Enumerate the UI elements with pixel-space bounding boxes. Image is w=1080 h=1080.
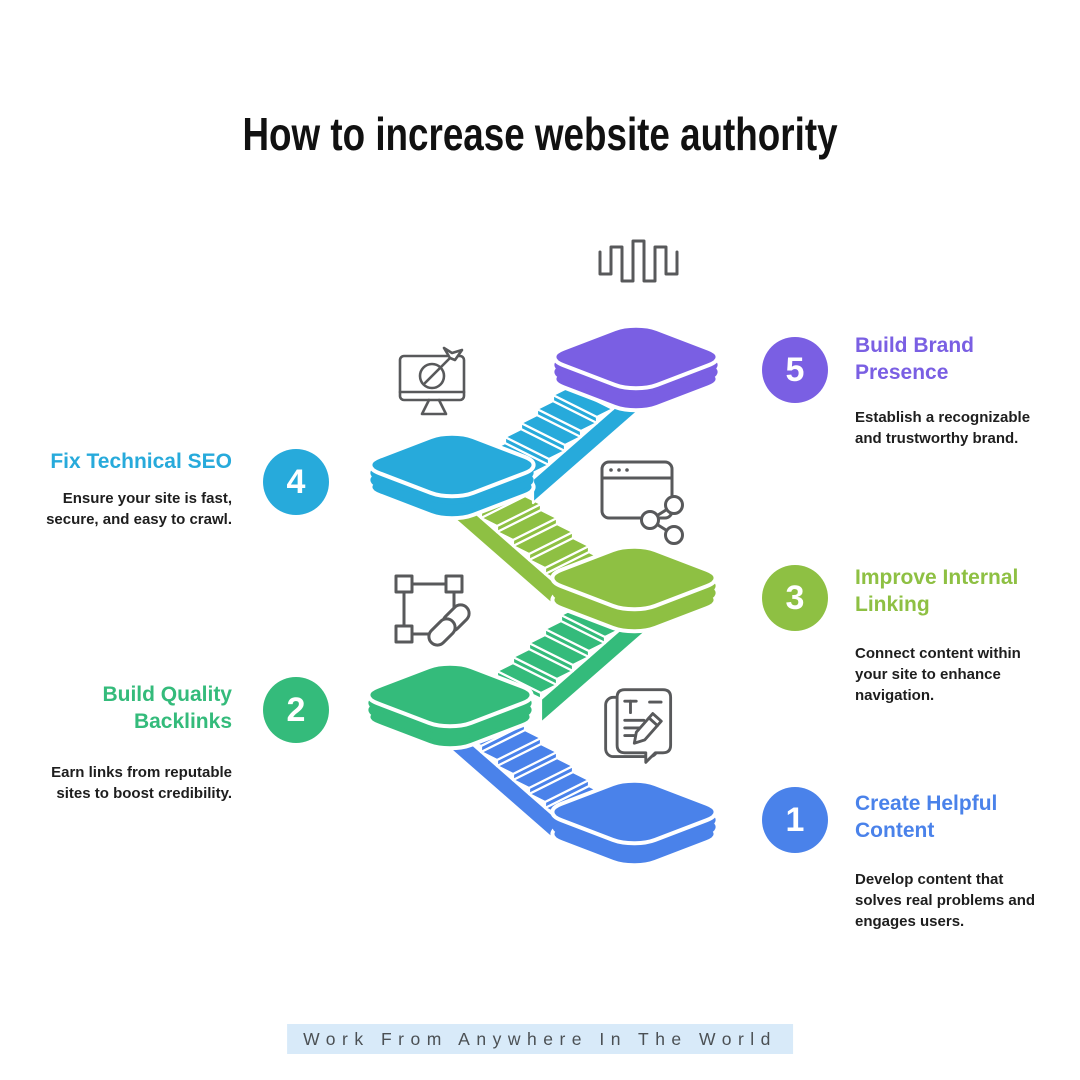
step-badge-2: 2 xyxy=(263,677,329,743)
step-3-description: Connect content within your site to enha… xyxy=(855,644,1021,704)
platform-4 xyxy=(358,429,546,523)
platform-5 xyxy=(542,321,730,415)
step-badge-1: 1 xyxy=(762,787,828,853)
waveform-icon xyxy=(592,234,684,296)
step-1-description: Develop content that solves real problem… xyxy=(855,870,1036,930)
step-2-heading: Build Quality Backlinks xyxy=(102,683,232,733)
step-3-heading: Improve Internal Linking xyxy=(855,566,1019,616)
step-4-description: Ensure your site is fast, secure, and ea… xyxy=(46,489,232,528)
page-title: How to increase website authority xyxy=(242,107,838,160)
step-2-text: Build Quality Backlinks Earn links from … xyxy=(0,682,232,804)
document-pencil-icon xyxy=(598,682,684,770)
browser-share-icon xyxy=(596,452,688,548)
step-1-heading: Create Helpful Content xyxy=(855,792,998,842)
step-3-text: Improve Internal Linking Connect content… xyxy=(855,565,1080,706)
step-badge-4: 4 xyxy=(263,449,329,515)
step-4-heading: Fix Technical SEO xyxy=(50,450,232,473)
platform-1 xyxy=(540,776,728,870)
step-badge-5: 5 xyxy=(762,337,828,403)
step-5-description: Establish a recognizable and trustworthy… xyxy=(855,408,1031,447)
frame-link-icon xyxy=(390,568,476,658)
step-5-text: Build Brand Presence Establish a recogni… xyxy=(855,333,1080,449)
footer-tagline: Work From Anywhere In The World xyxy=(287,1024,793,1054)
monitor-target-icon xyxy=(394,344,474,426)
step-4-text: Fix Technical SEO Ensure your site is fa… xyxy=(0,449,232,530)
platform-2 xyxy=(356,659,544,753)
step-2-description: Earn links from reputable sites to boost… xyxy=(51,763,232,802)
platform-3 xyxy=(540,542,728,636)
step-badge-3: 3 xyxy=(762,565,828,631)
step-5-heading: Build Brand Presence xyxy=(855,334,974,384)
step-1-text: Create Helpful Content Develop content t… xyxy=(855,791,1080,932)
